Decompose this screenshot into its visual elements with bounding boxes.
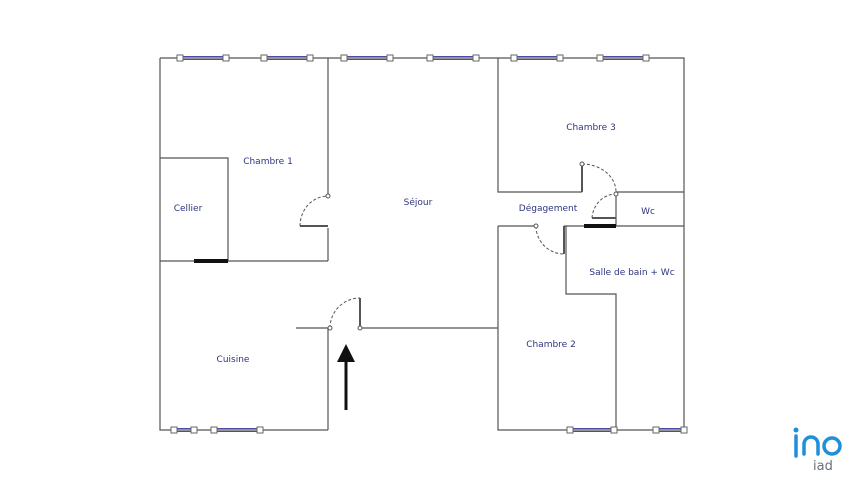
door-entrance-swing xyxy=(329,297,361,329)
iad-logo-icon xyxy=(793,427,842,458)
room-label-chambre3: Chambre 3 xyxy=(566,123,616,133)
hinge xyxy=(327,325,333,331)
thick-walls xyxy=(194,224,616,263)
walls xyxy=(159,57,685,431)
hinge xyxy=(357,325,363,331)
doors xyxy=(299,163,617,329)
hinge xyxy=(613,191,619,197)
room-label-salle-de-bain: Salle de bain + Wc xyxy=(589,268,675,278)
room-label-cellier: Cellier xyxy=(173,204,203,214)
door-chambre2-swing xyxy=(535,225,565,255)
room-label-chambre1: Chambre 1 xyxy=(243,157,293,167)
door-chambre3-swing xyxy=(581,163,617,193)
window xyxy=(260,54,314,62)
wall-chambre2 xyxy=(497,226,684,431)
room-label-sejour: Séjour xyxy=(403,198,433,208)
door-chambre1-swing xyxy=(299,195,329,227)
outer-wall-left xyxy=(159,58,328,431)
hinge xyxy=(533,223,539,229)
window xyxy=(340,54,394,62)
outer-wall-top xyxy=(160,57,685,430)
window xyxy=(566,426,618,434)
logo-text: iad xyxy=(813,459,833,474)
door-wc-swing xyxy=(591,193,617,219)
room-label-degagement: Dégagement xyxy=(518,204,578,214)
arrow-up-icon xyxy=(337,344,355,410)
room-label-chambre2: Chambre 2 xyxy=(526,340,576,350)
window xyxy=(176,54,230,62)
window xyxy=(652,426,688,434)
window xyxy=(210,426,264,434)
window xyxy=(596,54,650,62)
wall-bathroom xyxy=(565,226,617,430)
room-label-wc: Wc xyxy=(641,207,655,217)
hinge xyxy=(579,161,585,167)
window xyxy=(170,426,198,434)
room-label-cuisine: Cuisine xyxy=(216,355,250,365)
wall-cellier xyxy=(160,157,229,261)
hinge xyxy=(325,193,331,199)
windows xyxy=(170,54,688,434)
window xyxy=(510,54,564,62)
window xyxy=(426,54,480,62)
door-hinges xyxy=(325,161,619,331)
wall-chambre3-left xyxy=(497,58,582,193)
